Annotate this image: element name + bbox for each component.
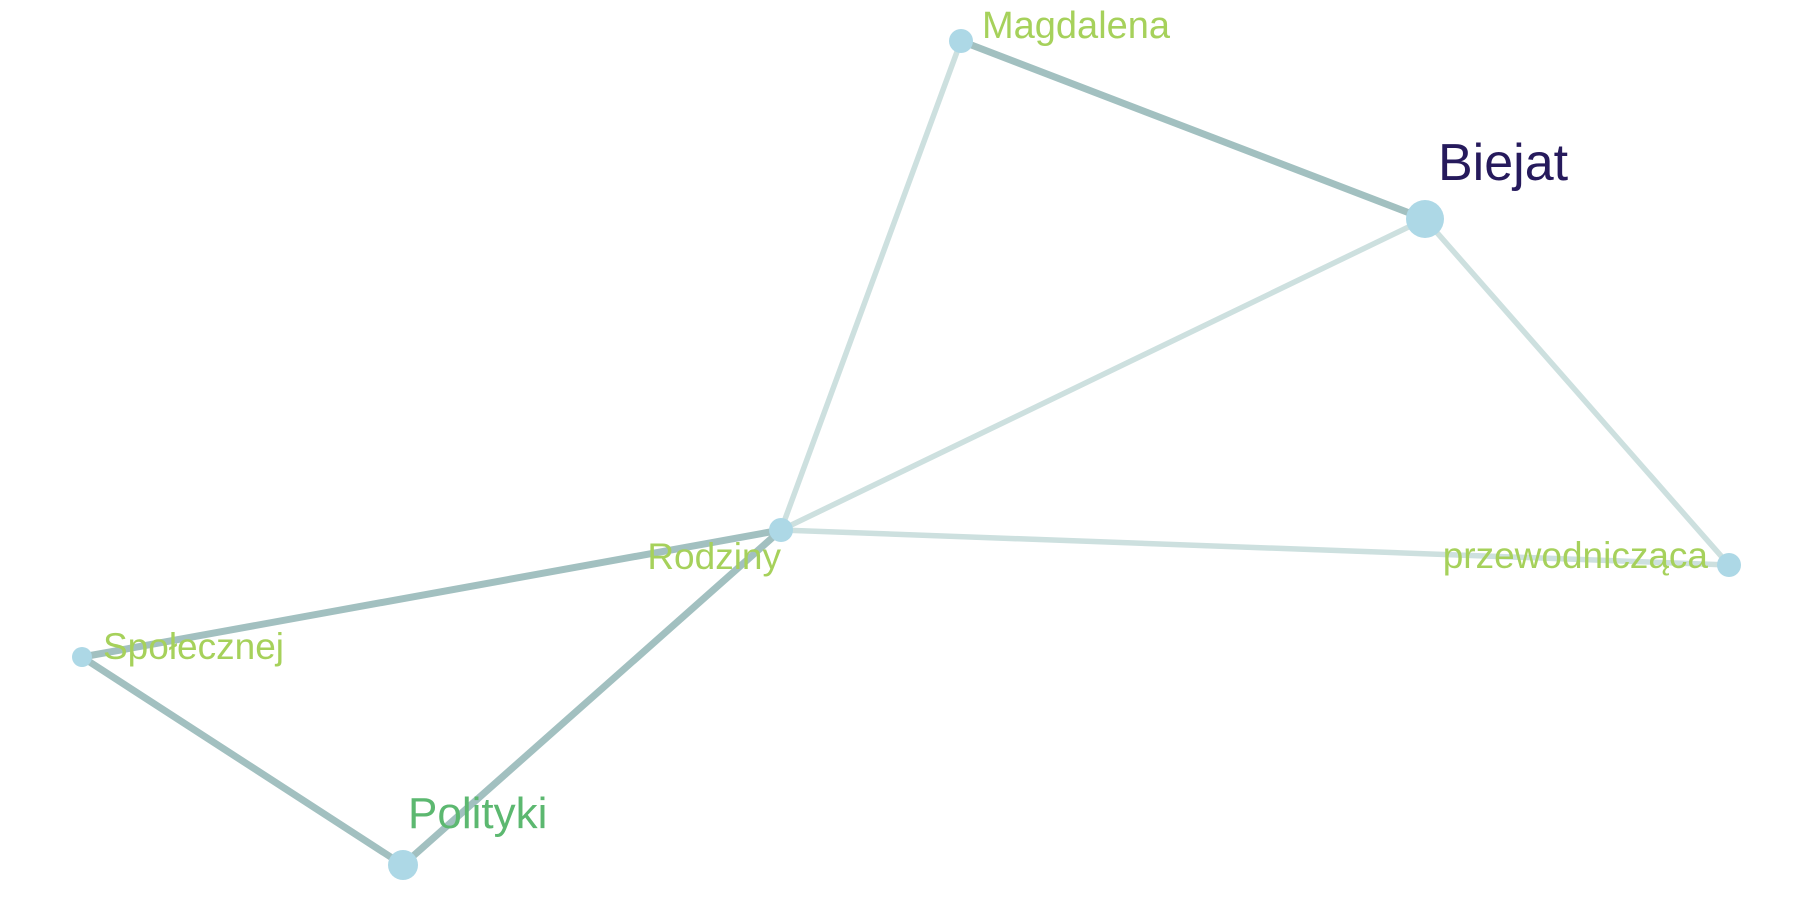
node-biejat [1406,200,1444,238]
node-layer [72,29,1741,880]
node-label-magdalena: Magdalena [982,5,1171,47]
node-label-polityki: Polityki [408,789,547,838]
edge-magdalena-biejat [957,37,1429,223]
node-magdalena [949,29,973,53]
node-label-przewodniczaca: przewodnicząca [1443,535,1709,576]
edge-spolecznej-polityki [78,653,407,869]
edge-rodziny-polityki [399,526,785,869]
edge-rodziny-spolecznej [78,526,785,661]
edge-layer [78,37,1732,869]
edge-biejat-rodziny [778,216,1428,533]
edge-rodziny-przewodniczaca [778,527,1732,568]
node-label-rodziny: Rodziny [647,536,781,577]
edge-magdalena-rodziny [778,38,964,533]
node-label-biejat: Biejat [1438,134,1569,192]
edge-biejat-przewodniczaca [1422,216,1732,568]
node-przewodniczaca [1717,553,1741,577]
node-rodziny [769,518,793,542]
node-spolecznej [72,647,92,667]
node-polityki [388,850,418,880]
node-label-spolecznej: Społecznej [103,626,284,667]
